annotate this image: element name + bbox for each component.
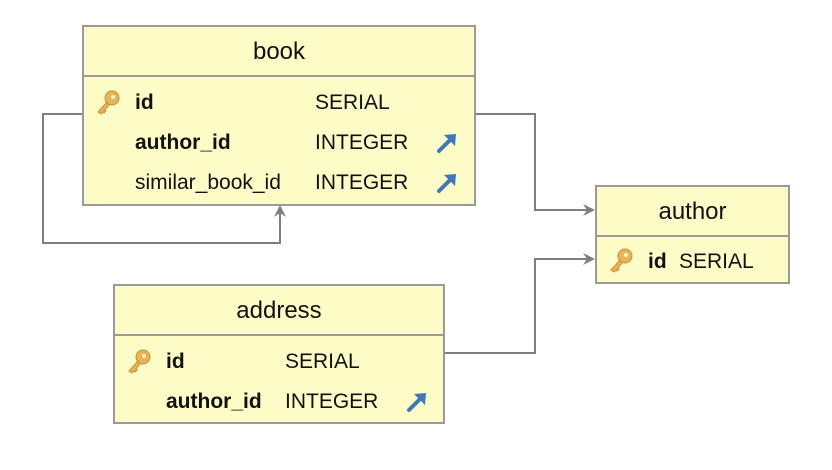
foreign-key-arrow-icon bbox=[437, 174, 456, 193]
table-address-row-author-id[interactable]: author_id INTEGER bbox=[115, 382, 443, 422]
connector-book-self bbox=[42, 113, 286, 244]
table-author-row-id[interactable]: id SERIAL bbox=[597, 242, 788, 282]
table-book-row-similar-book-id[interactable]: similar_book_id INTEGER bbox=[84, 163, 474, 203]
table-book-title: book bbox=[84, 27, 474, 77]
column-type: SERIAL bbox=[679, 250, 754, 273]
table-author[interactable]: author id SERIAL bbox=[595, 185, 790, 284]
foreign-key-arrow-icon bbox=[407, 393, 426, 412]
table-book[interactable]: book id SERIAL author_id INTEGER similar… bbox=[82, 25, 476, 206]
table-book-row-id[interactable]: id SERIAL bbox=[84, 83, 474, 123]
foreign-key-arrow-icon bbox=[437, 134, 456, 153]
table-address[interactable]: address id SERIAL author_id INTEGER bbox=[113, 284, 445, 424]
column-name: author_id bbox=[166, 390, 262, 413]
column-type: INTEGER bbox=[315, 171, 409, 194]
connector-book-author bbox=[475, 113, 595, 216]
column-type: INTEGER bbox=[315, 131, 409, 154]
table-address-row-id[interactable]: id SERIAL bbox=[115, 342, 443, 382]
table-address-title: address bbox=[115, 286, 443, 336]
connector-address-author bbox=[444, 253, 595, 354]
table-book-row-author-id[interactable]: author_id INTEGER bbox=[84, 123, 474, 163]
column-type: INTEGER bbox=[285, 390, 379, 413]
key-icon bbox=[610, 248, 633, 273]
column-name: id bbox=[648, 250, 667, 273]
column-type: SERIAL bbox=[315, 91, 390, 114]
column-name: id bbox=[135, 91, 154, 114]
column-name: author_id bbox=[135, 131, 231, 154]
table-author-title: author bbox=[597, 187, 788, 237]
key-icon bbox=[97, 90, 120, 115]
column-type: SERIAL bbox=[285, 350, 360, 373]
column-name: similar_book_id bbox=[135, 171, 281, 194]
column-name: id bbox=[166, 350, 185, 373]
key-icon bbox=[128, 349, 151, 374]
